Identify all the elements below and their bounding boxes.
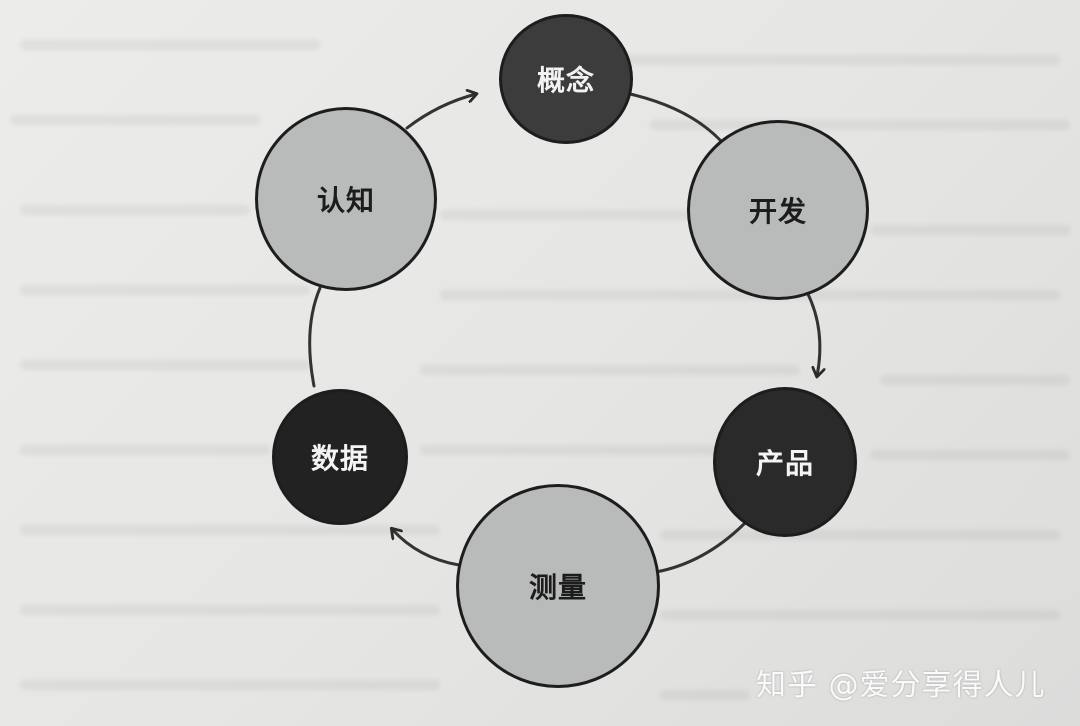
background-line <box>880 375 1070 385</box>
background-line <box>20 605 440 615</box>
background-line <box>20 680 440 690</box>
background-line <box>20 285 310 295</box>
node-measure: 测量 <box>456 484 660 688</box>
background-line <box>20 445 270 455</box>
background-line <box>870 450 1070 460</box>
connector-data-to-cognition <box>308 286 322 388</box>
background-line <box>20 525 440 535</box>
node-develop: 开发 <box>687 120 869 300</box>
node-cognition: 认知 <box>255 107 437 291</box>
background-line <box>650 120 1070 130</box>
connector-product-to-measure <box>654 522 746 574</box>
background-line <box>420 365 800 375</box>
node-data: 数据 <box>272 389 408 525</box>
background-line <box>20 205 250 215</box>
node-measure-label: 测量 <box>528 571 587 604</box>
background-line <box>870 225 1070 235</box>
node-product: 产品 <box>713 387 857 537</box>
node-data-label: 数据 <box>310 442 369 475</box>
background-line <box>660 530 1060 540</box>
node-develop-label: 开发 <box>748 195 807 228</box>
arrow-measure-to-data <box>392 529 461 567</box>
arrow-cognition-to-concept <box>405 94 476 130</box>
background-line <box>440 210 690 220</box>
node-cognition-label: 认知 <box>316 184 375 217</box>
background-line <box>20 40 320 50</box>
background-line <box>10 115 260 125</box>
watermark-text: 知乎 @爱分享得人儿 <box>756 668 1046 703</box>
node-product-label: 产品 <box>755 447 814 480</box>
background-line <box>600 55 1060 65</box>
background-line <box>420 445 720 455</box>
background-line <box>20 360 310 370</box>
connector-concept-to-develop <box>628 92 724 144</box>
background-line <box>660 690 750 700</box>
background-line <box>660 610 1060 620</box>
arrow-develop-to-product <box>805 290 820 376</box>
node-concept: 概念 <box>499 14 633 144</box>
node-concept-label: 概念 <box>536 64 595 97</box>
